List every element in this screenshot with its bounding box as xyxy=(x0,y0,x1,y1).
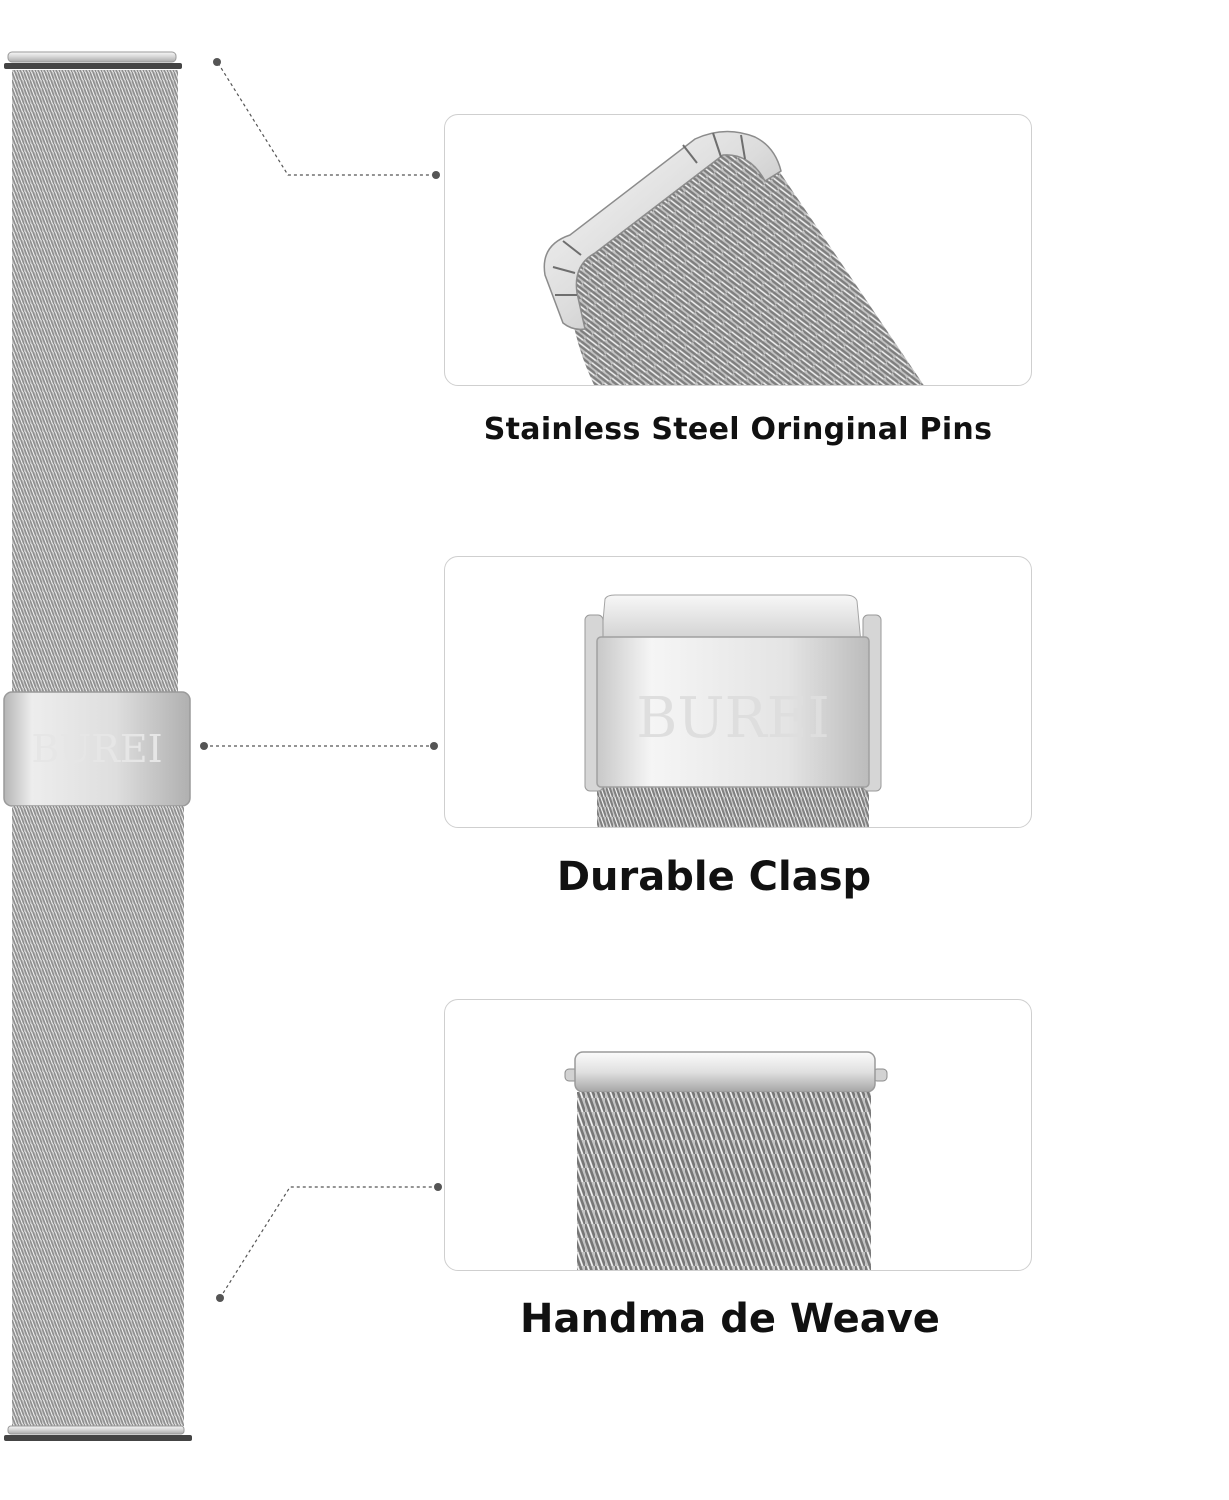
weave-caption: Handma de Weave xyxy=(520,1296,940,1342)
pins-caption: Stainless Steel Oringinal Pins xyxy=(483,412,993,447)
clasp-detail-panel: BUREI xyxy=(444,556,1032,828)
clasp-caption: Durable Clasp xyxy=(556,854,872,900)
clasp-closeup-engraving: BUREI xyxy=(636,686,830,751)
clasp-closeup-image: BUREI xyxy=(584,594,882,827)
clasp-engraving: BUREI xyxy=(31,727,162,771)
weave-detail-panel xyxy=(444,999,1032,1271)
weave-closeup-image xyxy=(564,1051,888,1270)
pins-closeup-image xyxy=(543,130,924,385)
mesh-strap: BUREI xyxy=(0,0,200,1500)
mesh-strap-graphic: BUREI xyxy=(3,51,192,1441)
pins-detail-panel xyxy=(444,114,1032,386)
